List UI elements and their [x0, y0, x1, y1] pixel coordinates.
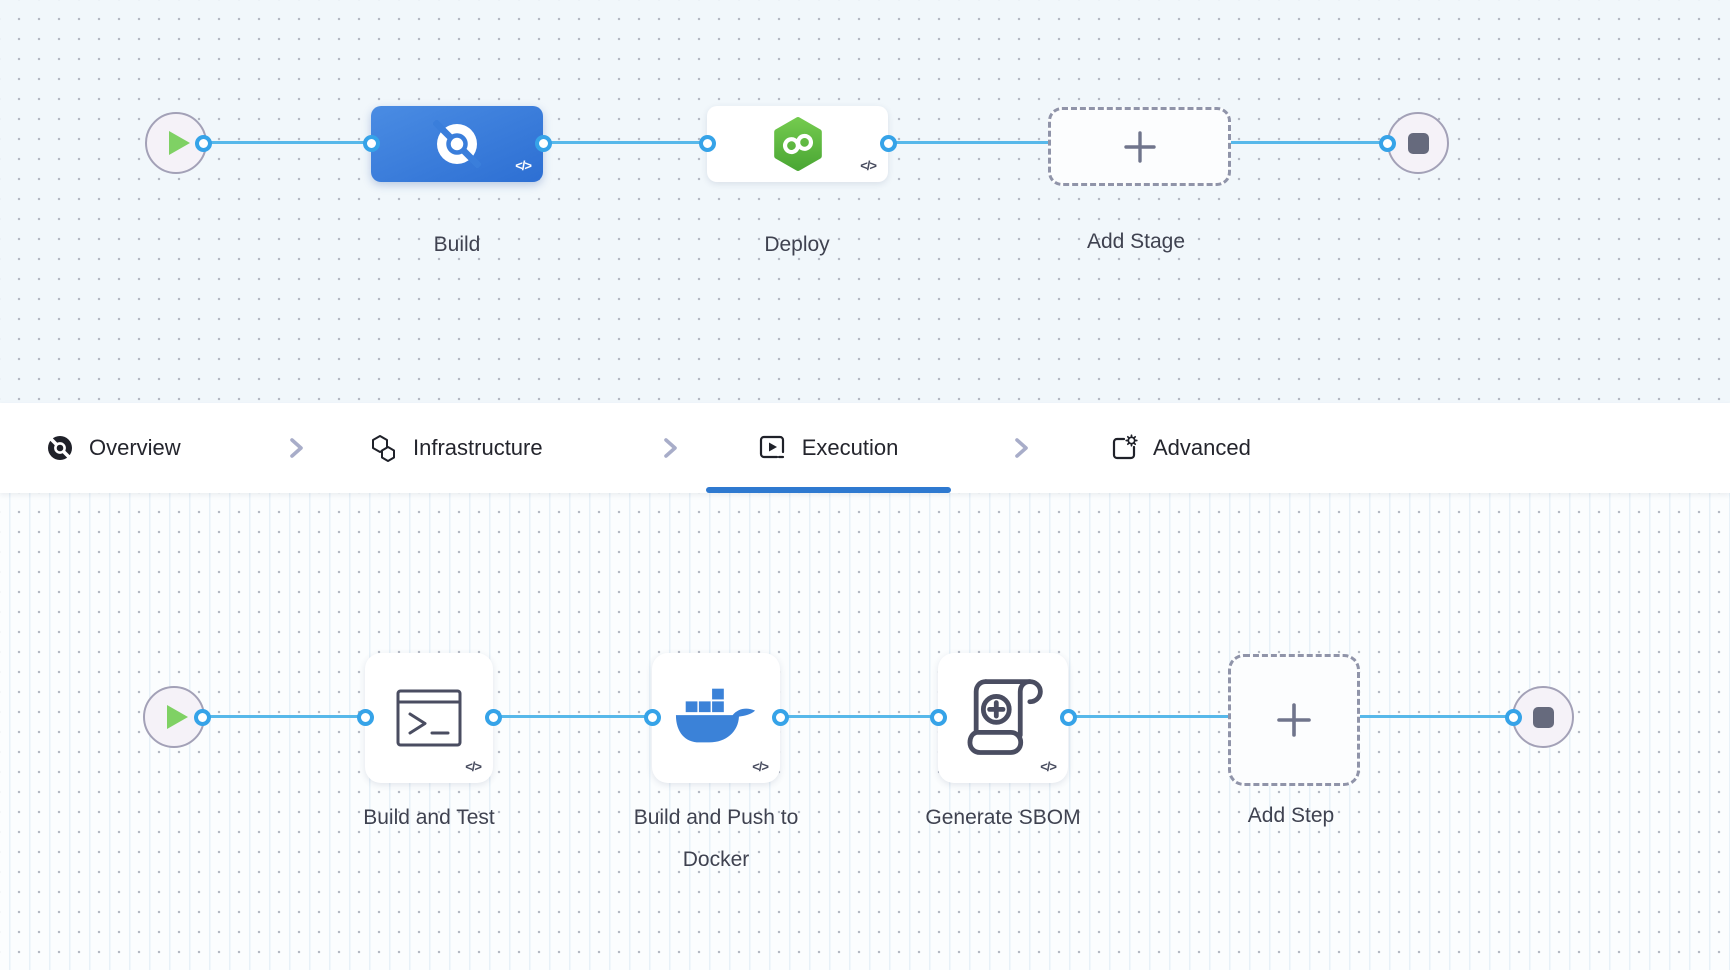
step-node-build-and-push-to-docker[interactable]: </>	[652, 653, 780, 783]
stage-label: Build	[433, 233, 481, 256]
tab-advanced[interactable]: Advanced	[1110, 403, 1251, 493]
tab-label: Advanced	[1153, 435, 1251, 460]
step-label: Build and Push to Docker	[633, 806, 799, 871]
connector-port	[644, 709, 661, 726]
connector-port	[195, 135, 212, 152]
tab-execution[interactable]: Execution	[706, 403, 951, 493]
code-view-chip[interactable]: </>	[752, 759, 769, 774]
link-line	[780, 715, 938, 718]
ci-build-icon	[433, 120, 481, 168]
advanced-icon	[1112, 434, 1138, 460]
stage-canvas	[0, 0, 1730, 403]
link-line	[202, 715, 365, 718]
cd-deploy-icon	[773, 117, 822, 171]
execution-canvas	[0, 493, 1730, 970]
step-node-build-and-test[interactable]: </>	[365, 653, 493, 783]
connector-port	[357, 709, 374, 726]
connector-port	[930, 709, 947, 726]
stage-node-deploy[interactable]: </>	[707, 106, 888, 182]
connector-port	[699, 135, 716, 152]
connector-port	[772, 709, 789, 726]
step-label: Build and Test	[363, 806, 495, 829]
connector-port	[363, 135, 380, 152]
terminal-icon	[396, 689, 462, 747]
pipeline-start-node	[145, 112, 207, 174]
code-view-chip[interactable]: </>	[465, 759, 482, 774]
link-line	[543, 141, 707, 144]
link-line	[493, 715, 652, 718]
step-node-generate-sbom[interactable]: </>	[938, 653, 1068, 783]
link-line	[203, 141, 371, 144]
tab-overview[interactable]: Overview	[46, 403, 181, 493]
connector-port	[1060, 709, 1077, 726]
add-step-button[interactable]	[1228, 654, 1360, 786]
connector-port	[485, 709, 502, 726]
tab-infrastructure[interactable]: Infrastructure	[368, 403, 543, 493]
infrastructure-icon	[372, 435, 395, 462]
docker-icon	[675, 688, 756, 743]
pipeline-end-node	[1387, 112, 1449, 174]
execution-icon	[759, 435, 784, 459]
code-view-chip[interactable]: </>	[860, 158, 877, 173]
tab-label: Overview	[89, 435, 181, 460]
chevron-right-icon	[661, 436, 679, 460]
connector-port	[535, 135, 552, 152]
play-icon	[166, 705, 188, 729]
stage-label: Add Stage	[1086, 230, 1186, 253]
connector-port	[1505, 709, 1522, 726]
stop-icon	[1407, 132, 1429, 154]
tab-label: Infrastructure	[413, 435, 543, 460]
link-line	[1354, 715, 1513, 718]
active-tab-underline	[706, 487, 951, 493]
code-view-chip[interactable]: </>	[1040, 759, 1057, 774]
link-line	[1068, 715, 1228, 718]
stage-node-build[interactable]: </>	[371, 106, 543, 182]
execution-end-node	[1512, 686, 1574, 748]
stop-icon	[1532, 706, 1554, 728]
overview-icon	[46, 434, 74, 462]
chevron-right-icon	[1012, 436, 1030, 460]
stage-config-tab-bar: Overview Infrastructure Execution	[0, 403, 1730, 493]
stage-label: Deploy	[764, 233, 830, 256]
code-view-chip[interactable]: </>	[515, 158, 532, 173]
connector-port	[880, 135, 897, 152]
connector-port	[194, 709, 211, 726]
step-label: Add Step	[1247, 804, 1335, 827]
plus-icon	[1123, 130, 1156, 163]
tab-label: Execution	[801, 435, 899, 460]
connector-port	[1379, 135, 1396, 152]
play-icon	[168, 131, 190, 155]
step-label: Generate SBOM	[925, 806, 1081, 829]
sbom-scroll-icon	[967, 679, 1043, 755]
plus-icon	[1277, 703, 1311, 737]
add-stage-button[interactable]	[1048, 107, 1231, 186]
chevron-right-icon	[287, 436, 305, 460]
